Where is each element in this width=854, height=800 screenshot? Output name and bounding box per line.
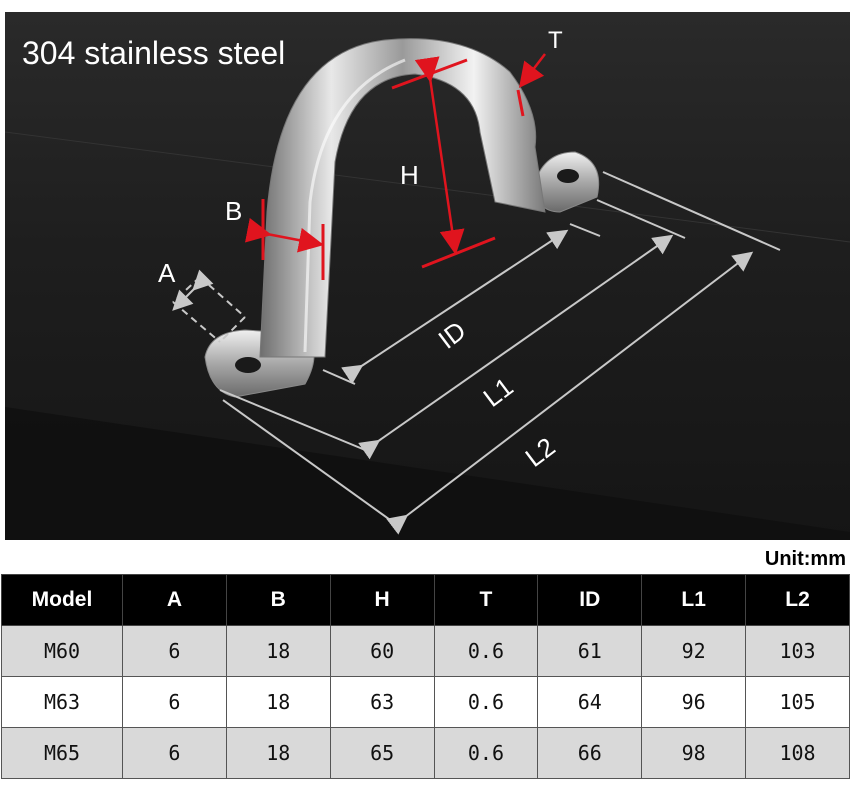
table-cell: 66 (537, 727, 643, 779)
table-cell: 64 (537, 676, 643, 728)
table-cell: 92 (641, 625, 747, 677)
header-model: Model (1, 574, 123, 626)
header-t: T (433, 574, 539, 626)
table-cell: 105 (745, 676, 850, 728)
table-row: M60 6 18 60 0.6 61 92 103 (1, 625, 850, 677)
header-b: B (225, 574, 331, 626)
left-mounting-hole (235, 357, 261, 373)
table-cell: M63 (1, 676, 123, 728)
table-cell: 0.6 (433, 625, 539, 677)
table-cell: 0.6 (433, 676, 539, 728)
label-b: B (225, 196, 242, 226)
header-a: A (122, 574, 227, 626)
unit-label: Unit:mm (764, 548, 846, 570)
product-photo: 304 stainless steel T H B A ID L1 L2 (5, 12, 850, 540)
table-cell: 103 (745, 625, 850, 677)
dimension-t-arrow (518, 53, 546, 88)
header-l1: L1 (641, 574, 747, 626)
dimension-b-line (244, 217, 324, 253)
spec-table: Model A B H T ID L1 L2 M60 6 18 60 0.6 6… (1, 574, 850, 779)
table-row: M65 6 18 65 0.6 66 98 108 (1, 727, 850, 779)
table-cell: 98 (641, 727, 747, 779)
table-cell: 96 (641, 676, 747, 728)
right-mounting-hole (557, 169, 579, 183)
table-cell: 6 (122, 676, 227, 728)
header-h: H (329, 574, 435, 626)
header-l2: L2 (745, 574, 850, 626)
table-cell: 18 (225, 676, 331, 728)
dimension-h-line (414, 56, 465, 255)
table-cell: 61 (537, 625, 643, 677)
table-cell: 18 (225, 625, 331, 677)
table-cell: 108 (745, 727, 850, 779)
header-id: ID (537, 574, 643, 626)
table-cell: 63 (329, 676, 435, 728)
table-cell: M65 (1, 727, 123, 779)
table-cell: 6 (122, 727, 227, 779)
label-h: H (400, 160, 419, 190)
label-t: T (548, 27, 563, 54)
label-a: A (158, 258, 176, 288)
clamp-arch (259, 38, 546, 358)
table-cell: M60 (1, 625, 123, 677)
table-cell: 6 (122, 625, 227, 677)
table-cell: 60 (329, 625, 435, 677)
table-cell: 18 (225, 727, 331, 779)
material-label: 304 stainless steel (22, 35, 285, 71)
table-cell: 0.6 (433, 727, 539, 779)
table-cell: 65 (329, 727, 435, 779)
table-row: M63 6 18 63 0.6 64 96 105 (1, 676, 850, 728)
table-header-row: Model A B H T ID L1 L2 (1, 574, 850, 626)
